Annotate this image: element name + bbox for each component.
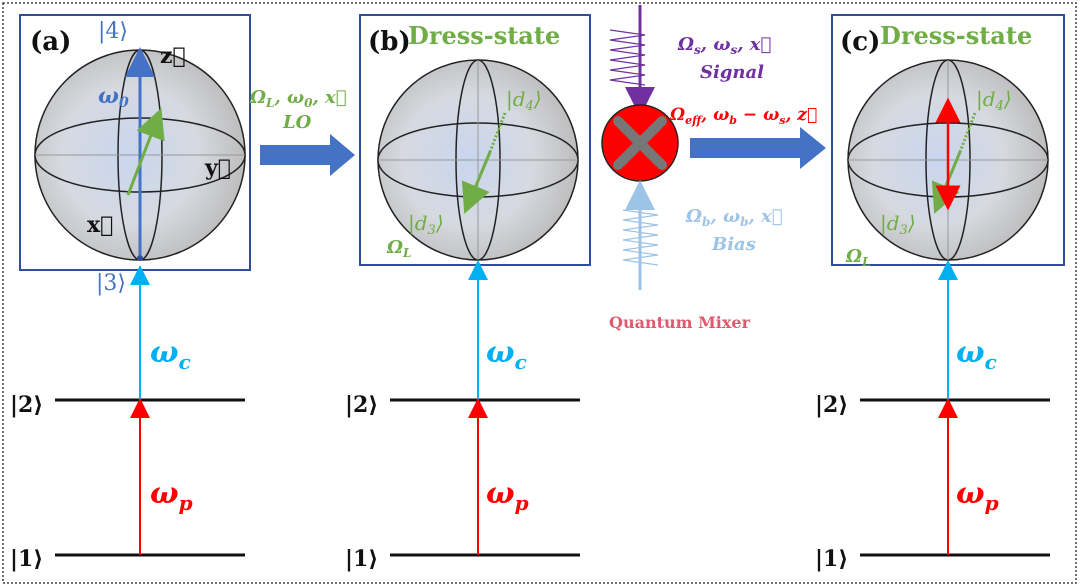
level-1-label-c: |1⟩ xyxy=(815,546,848,572)
level-2-label-c: |2⟩ xyxy=(815,392,848,418)
wp-label-b: ωp xyxy=(486,476,529,515)
panel-c-tag: (c) xyxy=(840,27,880,57)
bias-label-line2: Bias xyxy=(711,234,756,255)
level-2-label-b: |2⟩ xyxy=(345,392,378,418)
omegaL-label-c: ΩL xyxy=(845,246,870,269)
levels-c: |2⟩ |1⟩ ωc ωp xyxy=(815,260,1050,572)
mixer-cross-2 xyxy=(613,116,667,170)
d4-label-b: |d4⟩ xyxy=(506,87,542,114)
eff-arrow xyxy=(690,127,826,169)
y-axis-label: y⃗ xyxy=(204,155,231,181)
level-1-label-b: |1⟩ xyxy=(345,546,378,572)
z-axis-label: z⃗ xyxy=(160,43,186,69)
d4-dashed xyxy=(488,112,507,153)
level-1-label-a: |1⟩ xyxy=(10,546,43,572)
state-3-dot xyxy=(137,255,143,261)
level-2-label-a: |2⟩ xyxy=(10,392,43,418)
omega0-label: ω0 xyxy=(98,83,129,111)
wc-label-b: ωc xyxy=(486,335,527,374)
lo-label-line1: ΩL, ω0, x⃗ xyxy=(249,87,347,110)
state-vector-b xyxy=(461,151,492,214)
signal-label-line2: Signal xyxy=(700,62,764,83)
levels-a: |2⟩ |1⟩ ωc ωp xyxy=(10,265,245,572)
eff-label: Ωeff, ωb − ωs, z⃗ xyxy=(669,105,817,127)
d4-dashed-c xyxy=(958,112,977,153)
d4-label-c: |d4⟩ xyxy=(976,87,1012,114)
levels-b: |2⟩ |1⟩ ωc ωp xyxy=(345,260,580,572)
panel-a: (a) |4⟩ z⃗ y⃗ x⃗ ω0 |3⟩ xyxy=(19,14,251,296)
bloch-sphere-b xyxy=(377,59,579,261)
lo-label-line2: LO xyxy=(282,112,312,133)
x-axis-label: x⃗ xyxy=(87,212,113,238)
wp-label-c: ωp xyxy=(956,476,999,515)
d3-label-c: |d3⟩ xyxy=(880,211,916,238)
d3-label-b: |d3⟩ xyxy=(408,211,444,238)
wc-label-a: ωc xyxy=(150,335,191,374)
panel-b-tag: (b) xyxy=(368,27,411,57)
wc-label-c: ωc xyxy=(956,335,997,374)
wp-label-a: ωp xyxy=(150,476,193,515)
omegaL-label-b: ΩL xyxy=(386,237,411,260)
panel-c-title: Dress-state xyxy=(880,21,1032,50)
bias-label-line1: Ωb, ωb, x⃗ xyxy=(685,206,783,229)
lo-arrow xyxy=(260,134,355,176)
panel-b-title: Dress-state xyxy=(408,21,560,50)
panel-b: (b) Dress-state |d4⟩ |d3⟩ ΩL xyxy=(359,14,591,266)
state-4-label: |4⟩ xyxy=(98,19,128,44)
mixer-label: Quantum Mixer xyxy=(609,313,751,332)
state-vector-a xyxy=(126,107,165,196)
panel-c: (c) Dress-state |d4⟩ |d3⟩ ΩL xyxy=(831,14,1065,269)
quantum-mixer: Ωs, ωs, x⃗ Signal Ωb, ωb, x⃗ Bias Quantu… xyxy=(601,5,783,332)
state-3-label: |3⟩ xyxy=(96,271,126,296)
panel-a-tag: (a) xyxy=(30,27,71,57)
signal-label-line1: Ωs, ωs, x⃗ xyxy=(677,34,771,57)
